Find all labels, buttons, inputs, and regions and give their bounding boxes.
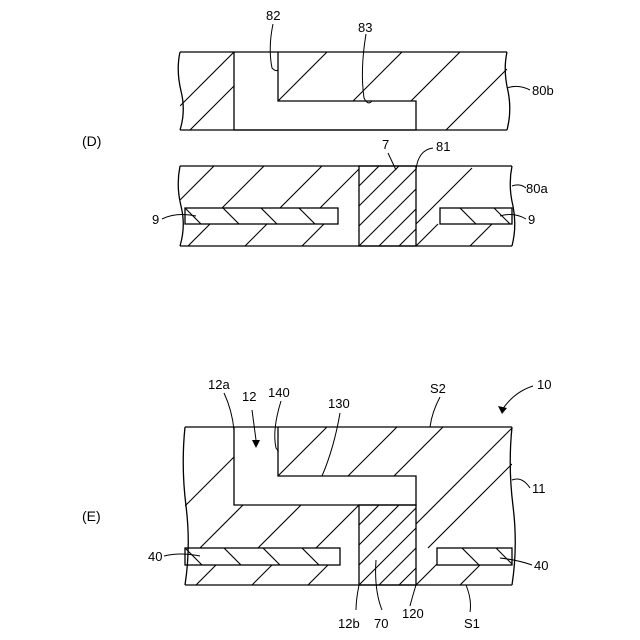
leader-7	[388, 153, 396, 170]
layer-9-left	[185, 208, 338, 224]
leader-9-left	[162, 215, 196, 219]
label-S2: S2	[430, 381, 446, 396]
panel-e: (E)	[82, 377, 551, 631]
label-40-left: 40	[148, 549, 162, 564]
leader-12b	[356, 585, 359, 610]
recess-82-outline	[234, 52, 416, 130]
via-7	[359, 166, 416, 246]
panel-d-label: (D)	[82, 133, 101, 149]
label-S1: S1	[464, 616, 480, 631]
substrate-80b	[178, 52, 510, 140]
label-80a: 80a	[526, 181, 548, 196]
leader-S1	[466, 585, 471, 612]
label-7: 7	[382, 137, 389, 152]
arrow-12	[252, 440, 260, 448]
label-130: 130	[328, 396, 350, 411]
leader-83	[362, 34, 372, 103]
label-80b: 80b	[532, 83, 554, 98]
label-9-left: 9	[152, 212, 159, 227]
substrate-11-outline	[183, 427, 515, 585]
leader-40-right	[500, 558, 532, 565]
leader-12a	[224, 393, 234, 430]
label-11: 11	[532, 481, 546, 496]
leader-11	[512, 479, 530, 488]
leader-10	[502, 386, 533, 410]
layer-40-right	[437, 548, 512, 565]
leader-130	[322, 413, 340, 476]
substrate-80a-outline	[178, 166, 515, 246]
label-120: 120	[402, 606, 424, 621]
substrate-80b-outline	[178, 52, 510, 130]
label-12b: 12b	[338, 616, 360, 631]
panel-d: (D)	[82, 8, 554, 246]
substrate-80b-hatch	[180, 52, 507, 140]
leader-82	[270, 24, 278, 71]
leader-12	[252, 410, 256, 440]
label-12: 12	[242, 389, 256, 404]
label-83: 83	[358, 20, 372, 35]
substrate-80a-hatch	[180, 166, 492, 246]
label-40-right: 40	[534, 558, 548, 573]
leader-80b	[507, 86, 530, 90]
panel-e-label: (E)	[82, 508, 101, 524]
substrate-11	[183, 427, 515, 585]
leader-S2	[430, 397, 440, 427]
label-9-right: 9	[528, 212, 535, 227]
arrow-10	[498, 406, 507, 414]
leader-40-left	[164, 554, 200, 556]
layer-40-left	[185, 548, 340, 565]
leader-120	[410, 585, 416, 606]
label-81: 81	[436, 139, 450, 154]
label-140: 140	[268, 385, 290, 400]
label-12a: 12a	[208, 377, 230, 392]
via-70	[359, 505, 416, 585]
substrate-80a	[178, 166, 515, 246]
label-10: 10	[537, 377, 551, 392]
label-70: 70	[374, 616, 388, 631]
label-82: 82	[266, 8, 280, 23]
cavity-12-outline	[234, 427, 416, 505]
leader-81	[416, 148, 433, 170]
leader-80a	[512, 185, 526, 188]
